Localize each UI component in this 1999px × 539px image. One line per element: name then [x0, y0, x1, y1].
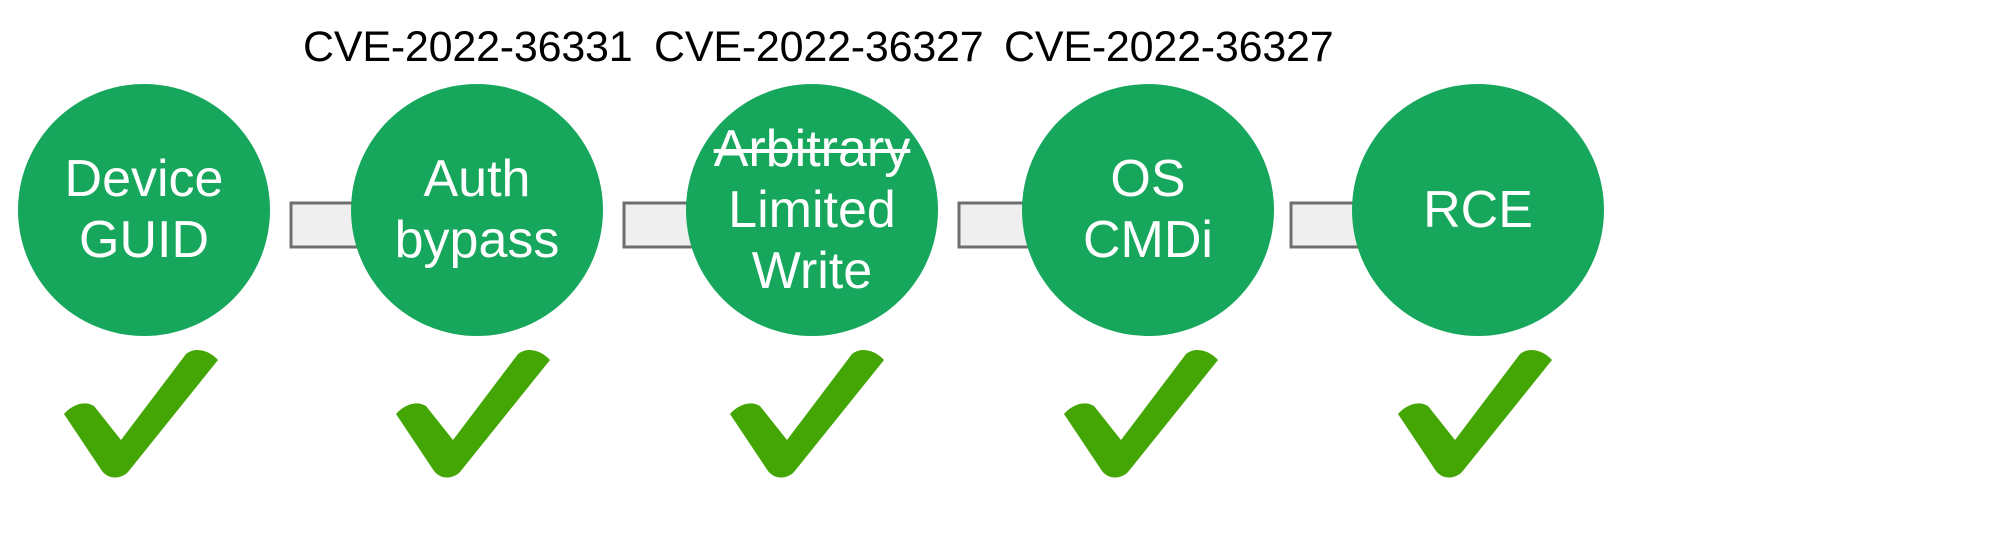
- cve-label-2: CVE-2022-36327: [654, 23, 984, 71]
- verified-check-icon-1: [58, 348, 228, 478]
- verified-check-icon-3: [724, 348, 894, 478]
- node-limited-write-line-1: Arbitrary: [713, 119, 911, 178]
- node-rce-line-1: RCE: [1423, 180, 1533, 239]
- node-device-guid-line-2: GUID: [79, 211, 209, 269]
- node-device-guid-line-1: Device: [64, 150, 224, 208]
- node-os-cmdi-line-2: CMDi: [1083, 211, 1213, 269]
- node-limited-write-line-2: Limited: [728, 180, 896, 239]
- node-limited-write-line-3: Write: [751, 241, 873, 300]
- node-auth-bypass-line-2: bypass: [394, 211, 560, 269]
- verified-check-icon-5: [1392, 348, 1562, 478]
- node-os-cmdi-line-1: OS: [1110, 150, 1186, 208]
- node-auth-bypass-line-1: Auth: [423, 150, 531, 208]
- verified-check-icon-2: [390, 348, 560, 478]
- cve-label-1: CVE-2022-36331: [303, 23, 633, 71]
- cve-label-3: CVE-2022-36327: [1004, 23, 1334, 71]
- verified-check-icon-4: [1058, 348, 1228, 478]
- node-rce: RCE: [1352, 84, 1604, 336]
